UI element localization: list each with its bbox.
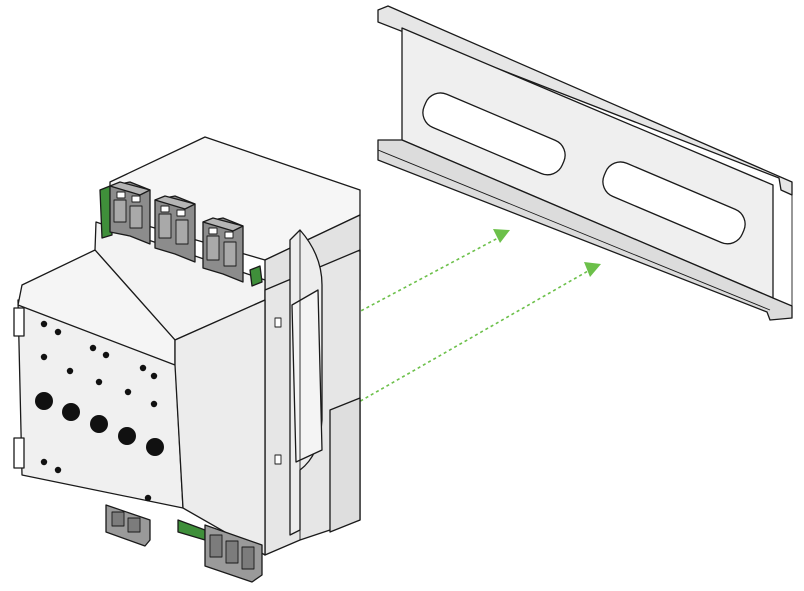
front-panel-leds <box>35 392 164 456</box>
upper-guide-arrow <box>339 237 499 323</box>
rail-fold-line <box>377 149 771 311</box>
rail-slot-left <box>422 92 566 176</box>
top-terminal-block <box>99 181 263 287</box>
front-panel-dots <box>40 320 158 502</box>
terminal-pair-1 <box>109 181 151 245</box>
terminal-green-strip-right <box>249 265 263 287</box>
side-notch-lower <box>274 454 282 465</box>
din-rail-icon <box>377 5 793 321</box>
module-front-right-strip <box>174 299 266 556</box>
rail-bottom-flange <box>377 139 793 321</box>
bottom-green-strip <box>177 519 206 541</box>
mounting-arrow-icon <box>339 229 601 408</box>
side-notch-upper <box>274 317 282 328</box>
front-tab-lower <box>13 437 25 469</box>
din-rail-module-icon <box>13 136 361 583</box>
terminal-pair-3 <box>202 217 244 283</box>
rail-slot-right <box>602 161 746 245</box>
module-side-clip <box>291 289 323 463</box>
lower-arrowhead <box>584 262 601 277</box>
front-tab-upper <box>13 307 25 337</box>
lower-guide-arrow <box>349 270 589 408</box>
terminal-green-strip-left <box>99 185 113 239</box>
terminal-pair-2 <box>154 195 196 263</box>
bottom-terminal-block <box>105 504 263 583</box>
module-lower-side <box>329 397 361 533</box>
upper-arrowhead <box>493 229 510 243</box>
